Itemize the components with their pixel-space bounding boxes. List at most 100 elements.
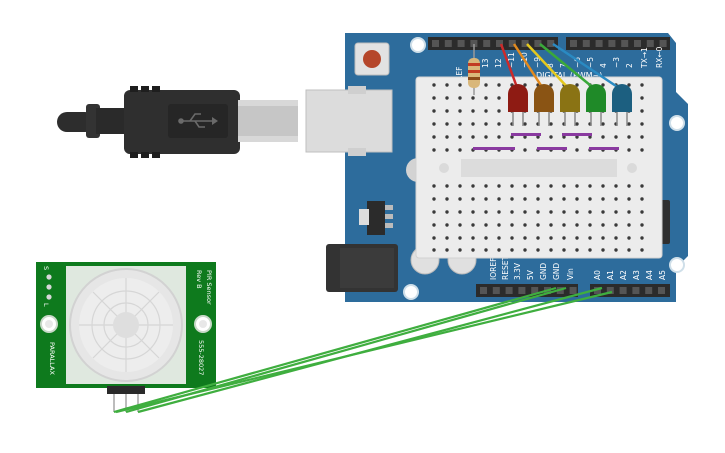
breadboard-hole [510,236,514,240]
mount-hole [669,115,685,131]
header-hole [569,287,577,294]
breadboard-hole [575,210,579,214]
breadboard-hole [601,236,605,240]
breadboard-hole [614,184,618,188]
breadboard-hole [523,135,527,139]
breadboard-hole [588,135,592,139]
breadboard-hole [484,122,488,126]
breadboard-hole [484,210,488,214]
breadboard-hole [471,184,475,188]
breadboard-hole [627,236,631,240]
orange-led [534,84,554,126]
breadboard-hole [575,122,579,126]
usb-icon [178,113,218,128]
breadboard-hole [588,223,592,227]
breadboard-hole [549,223,553,227]
digital-pin-label: 8 [546,63,555,68]
breadboard-hole [510,223,514,227]
breadboard-hole [536,223,540,227]
breadboard-hole [484,184,488,188]
breadboard-hole [601,210,605,214]
breadboard-hole [432,96,436,100]
breadboard-hole [484,96,488,100]
power-pin-label: RESET [501,256,510,280]
breadboard-hole [445,236,449,240]
mount-hole [403,284,419,300]
breadboard-hole [575,148,579,152]
breadboard-hole [588,248,592,252]
breadboard-hole [458,96,462,100]
breadboard-hole [458,135,462,139]
power-pin-label: 3.3V [513,262,522,280]
breadboard-hole [627,210,631,214]
breadboard-hole [458,109,462,113]
breadboard-hole [432,122,436,126]
digital-pin-label: ~11 [507,52,516,68]
breadboard-hole [588,197,592,201]
breadboard-hole [432,248,436,252]
breadboard-hole [523,122,527,126]
breadboard-hole [510,197,514,201]
voltage-regulator [359,201,393,235]
breadboard-hole [614,248,618,252]
breadboard-hole [458,236,462,240]
power-pin-label: GND [539,263,548,280]
header-hole [531,287,539,294]
breadboard-hole [471,135,475,139]
breadboard-hole [640,248,644,252]
breadboard-hole [523,148,527,152]
breadboard-hole [510,184,514,188]
breadboard-hole [640,135,644,139]
breadboard-hole [484,236,488,240]
breadboard-hole [471,197,475,201]
power-jack [326,244,398,292]
breadboard-hole [445,109,449,113]
breadboard-hole [640,96,644,100]
breadboard-hole [549,135,553,139]
breadboard-hole [536,210,540,214]
breadboard-hole [471,236,475,240]
breadboard-hole [445,148,449,152]
breadboard-hole [575,197,579,201]
breadboard-hole [562,236,566,240]
analog-pin-label: A2 [619,270,628,280]
breadboard-hole [458,122,462,126]
breadboard-hole [445,248,449,252]
header-hole [521,40,529,47]
breadboard-hole [445,122,449,126]
header-hole [594,287,601,294]
breadboard-hole [458,210,462,214]
breadboard-hole [536,248,540,252]
header-hole [483,40,491,47]
header-hole [480,287,487,294]
breadboard-hole [536,184,540,188]
breadboard-hole [614,223,618,227]
breadboard-hole [588,210,592,214]
breadboard-hole [601,184,605,188]
digital-pin-label: 7 [559,63,568,68]
mount-hole [410,37,426,53]
breadboard-hole [549,236,553,240]
breadboard-hole [432,184,436,188]
breadboard-hole [627,184,631,188]
breadboard-hole [458,184,462,188]
breadboard-hole [614,210,618,214]
breadboard-jumpers [473,133,619,150]
breadboard-hole [510,248,514,252]
digital-pin-label: TX→1 [640,47,649,69]
digital-pin-label: ~9 [533,57,542,68]
digital-pin-label: 4 [599,63,608,68]
breadboard-hole [601,122,605,126]
breadboard-hole [575,223,579,227]
breadboard-hole [536,236,540,240]
pir-sensor: PIR Sensor Rev B 555-28027 PARALLAX S L [36,262,216,412]
reset-button[interactable] [354,42,390,76]
breadboard-hole [640,122,644,126]
header-hole [646,40,654,47]
breadboard-hole [588,236,592,240]
breadboard-hole [601,135,605,139]
header-hole [634,40,641,47]
breadboard-hole [497,236,501,240]
header-hole [608,40,616,47]
